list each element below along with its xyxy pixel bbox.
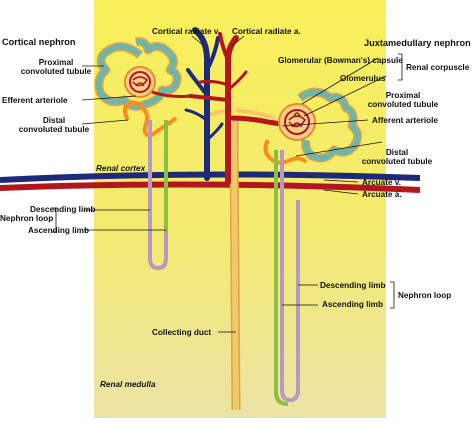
descending-limb-right-label: Descending limb (320, 281, 386, 290)
descending-limb-left-label: Descending limb (30, 205, 96, 214)
juxta-distal-tubule (263, 138, 308, 165)
cortical-nephron-heading: Cortical nephron (2, 37, 76, 47)
cortical-radiate-vein (184, 27, 224, 181)
juxtamedullary-nephron-heading: Juxtamedullary nephron (364, 38, 471, 48)
renal-cortex-label: Renal cortex (96, 164, 146, 173)
proximal-tubule-right-label: Proximal convoluted tubule (362, 91, 444, 109)
distal-left-line1: Distal (42, 116, 66, 125)
juxta-descending-limb (280, 150, 300, 403)
glomerular-capsule-label: Glomerular (Bowman's) capsule (278, 56, 403, 65)
juxta-ascending-limb (274, 150, 289, 406)
glomerulus-label: Glomerulus (340, 74, 386, 83)
renal-corpuscle-label: Renal corpuscle (406, 63, 470, 72)
arcuate-artery-label: Arcuate a. (362, 190, 402, 199)
proximal-left-line1: Proximal (38, 58, 74, 67)
cortical-radiate-vein-label: Cortical radiate v. (152, 27, 221, 36)
distal-right-line1: Distal (385, 148, 409, 157)
proximal-right-line1: Proximal (385, 91, 421, 100)
proximal-right-line2: convoluted tubule (367, 100, 439, 109)
distal-left-line2: convoluted tubule (18, 125, 90, 134)
nephron-loop-right-label: Nephron loop (398, 291, 452, 300)
cortical-nephron (94, 37, 191, 271)
proximal-tubule-left-label: Proximal convoluted tubule (16, 58, 96, 76)
cortical-descending-limb (148, 120, 168, 271)
juxta-glomerulus (284, 109, 310, 135)
leader-lines (52, 35, 403, 333)
juxta-proximal-tubule (298, 89, 361, 161)
proximal-left-line2: convoluted tubule (20, 67, 92, 76)
afferent-arteriole-label: Afferent arteriole (372, 116, 438, 125)
distal-tubule-left-label: Distal convoluted tubule (14, 116, 94, 134)
ascending-limb-right-label: Ascending limb (322, 300, 383, 309)
cortical-proximal-tubule (95, 38, 181, 110)
arcuate-artery (0, 181, 421, 193)
collecting-duct-label: Collecting duct (152, 328, 212, 337)
distal-tubule-right-label: Distal convoluted tubule (356, 148, 438, 166)
distal-right-line2: convoluted tubule (361, 157, 433, 166)
collecting-duct (199, 108, 276, 411)
arcuate-vein-label: Arcuate v. (362, 178, 401, 187)
cortical-distal-tubule (123, 100, 178, 139)
cortical-glomerulus (129, 71, 151, 93)
juxtamedullary-nephron (263, 87, 362, 406)
ascending-limb-left-label: Ascending limb (28, 226, 89, 235)
nephron-loop-left-label: Nephron loop (0, 214, 54, 223)
efferent-arteriole-label: Efferent arteriole (2, 96, 68, 105)
renal-medulla-label: Renal medulla (100, 380, 156, 389)
cortical-radiate-artery-label: Cortical radiate a. (232, 27, 301, 36)
